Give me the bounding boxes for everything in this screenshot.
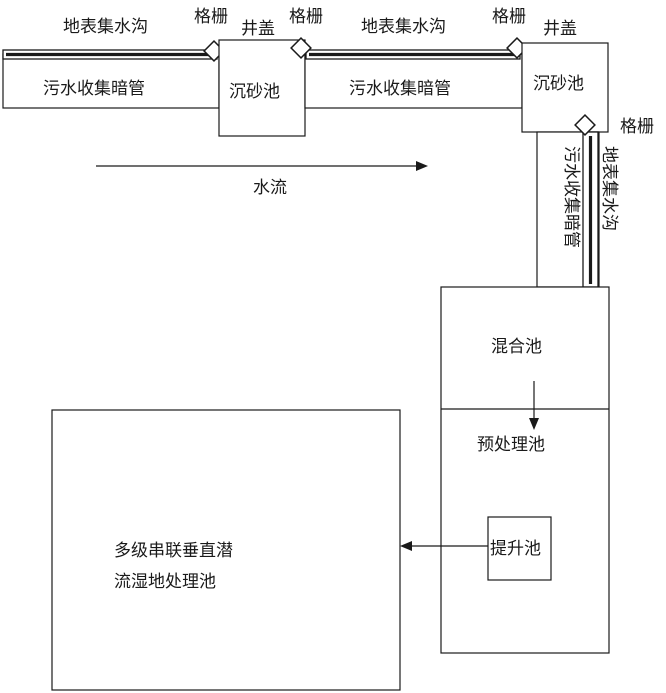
water-flow-label: 水流 (253, 178, 287, 198)
grit-chamber-label-2: 沉砂池 (533, 74, 584, 94)
surface-ditch-label-2: 地表集水沟 (361, 17, 446, 37)
grate-label-4: 格栅 (620, 117, 654, 137)
sewage-pipe-label-1: 污水收集暗管 (43, 79, 145, 99)
grate-4-icon (574, 114, 596, 136)
grate-label-3: 格栅 (492, 7, 526, 27)
grate-label-2: 格栅 (289, 7, 323, 27)
sewage-pipe-vertical-label: 污水收集暗管 (561, 146, 581, 248)
treatment-tank-column (440, 286, 610, 654)
grit-chamber-2 (521, 42, 609, 133)
pretreatment-tank-label: 预处理池 (477, 435, 545, 455)
sewage-pipe-label-2: 污水收集暗管 (349, 79, 451, 99)
surface-ditch-label-1: 地表集水沟 (63, 17, 148, 37)
grit-chamber-label-1: 沉砂池 (229, 82, 280, 102)
manhole-cover-label-1: 井盖 (241, 19, 275, 39)
mixing-tank-label: 混合池 (491, 337, 542, 357)
water-flow-arrow (96, 161, 428, 171)
surface-ditch-vertical-label: 地表集水沟 (599, 146, 619, 231)
sewage-pipe-left (2, 53, 220, 109)
lift-tank (487, 516, 552, 581)
wetland-label-line2: 流湿地处理池 (114, 572, 216, 592)
grate-2-icon (290, 37, 312, 59)
lift-to-wetland-arrow (400, 541, 488, 551)
wetland-treatment-tank (51, 409, 401, 691)
grate-label-1: 格栅 (194, 7, 228, 27)
mixing-to-pretreatment-arrow (529, 381, 539, 430)
lift-tank-label: 提升池 (490, 539, 541, 559)
sewage-pipe-middle (304, 53, 523, 109)
manhole-cover-label-2: 井盖 (543, 19, 577, 39)
wetland-label-line1: 多级串联垂直潜 (114, 541, 233, 561)
